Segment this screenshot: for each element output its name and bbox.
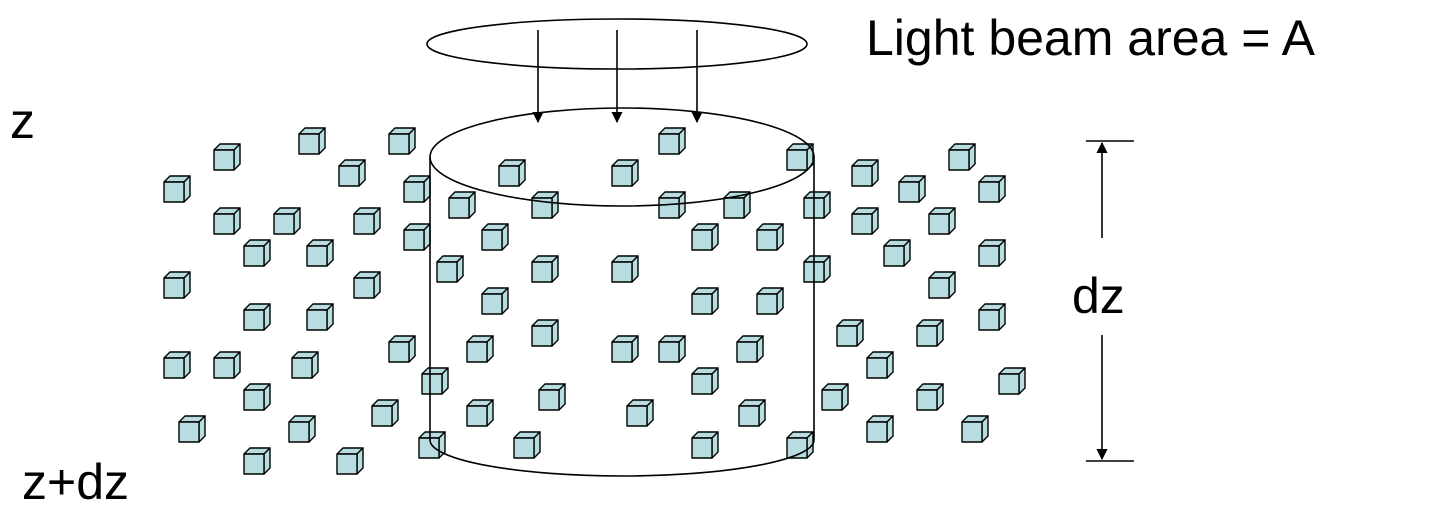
particle-cube — [866, 351, 894, 379]
particle-cube — [466, 335, 494, 363]
particle-cube — [928, 207, 956, 235]
particle-cube — [213, 143, 241, 171]
particle-cube — [611, 255, 639, 283]
particle-cube — [243, 239, 271, 267]
particle-cube — [513, 431, 541, 459]
particle-cube — [306, 303, 334, 331]
particle-cube — [243, 303, 271, 331]
particle-cube — [691, 287, 719, 315]
particle-cube — [851, 207, 879, 235]
particle-cube — [756, 287, 784, 315]
particle-cube — [273, 207, 301, 235]
particle-cube — [353, 271, 381, 299]
particle-cube — [163, 271, 191, 299]
cylinder-top-ellipse — [429, 107, 815, 207]
particle-cube — [978, 303, 1006, 331]
particle-cube — [353, 207, 381, 235]
particle-cube — [611, 335, 639, 363]
particle-cube — [163, 175, 191, 203]
particle-cube — [786, 143, 814, 171]
particle-cube — [243, 383, 271, 411]
particle-cube — [738, 399, 766, 427]
beam-arrows — [532, 30, 703, 124]
particle-cube — [658, 335, 686, 363]
particle-cube — [611, 159, 639, 187]
particle-cube — [531, 319, 559, 347]
particle-layer — [163, 127, 1026, 475]
particle-cube — [803, 191, 831, 219]
particle-cube — [436, 255, 464, 283]
particle-cube — [243, 447, 271, 475]
particle-cube — [736, 335, 764, 363]
particle-cube — [531, 255, 559, 283]
particle-cube — [448, 191, 476, 219]
particle-cube — [466, 399, 494, 427]
particle-cube — [998, 367, 1026, 395]
particle-cube — [163, 351, 191, 379]
sample-cylinder — [429, 107, 815, 477]
particle-cube — [978, 175, 1006, 203]
particle-cube — [213, 207, 241, 235]
particle-cube — [626, 399, 654, 427]
particle-cube — [928, 271, 956, 299]
dz-dimension — [1086, 140, 1134, 462]
particle-cube — [948, 143, 976, 171]
particle-cube — [658, 127, 686, 155]
particle-cube — [418, 431, 446, 459]
particle-cube — [371, 399, 399, 427]
particle-cube — [388, 335, 416, 363]
particle-cube — [213, 351, 241, 379]
particle-cube — [421, 367, 449, 395]
particle-cube — [481, 287, 509, 315]
particle-cube — [916, 383, 944, 411]
z-bottom-label: z+dz — [22, 454, 129, 505]
z-top-label: z — [10, 93, 35, 149]
particle-cube — [898, 175, 926, 203]
particle-cube — [481, 223, 509, 251]
particle-cube — [531, 191, 559, 219]
particle-cube — [883, 239, 911, 267]
particle-cube — [288, 415, 316, 443]
particle-cube — [916, 319, 944, 347]
particle-cube — [291, 351, 319, 379]
particle-cube — [338, 159, 366, 187]
particle-cube — [498, 159, 526, 187]
particle-cube — [178, 415, 206, 443]
particle-cube — [821, 383, 849, 411]
particle-cube — [756, 223, 784, 251]
particle-cube — [961, 415, 989, 443]
particle-cube — [306, 239, 334, 267]
cylinder-bottom-arc — [429, 439, 815, 477]
particle-cube — [803, 255, 831, 283]
particle-cube — [691, 223, 719, 251]
particle-cube — [658, 191, 686, 219]
particle-cube — [403, 175, 431, 203]
particle-cube — [691, 367, 719, 395]
particle-cube — [851, 159, 879, 187]
particle-cube — [691, 431, 719, 459]
particle-cube — [336, 447, 364, 475]
particle-cube — [388, 127, 416, 155]
dz-label: dz — [1072, 268, 1125, 324]
particle-cube — [836, 319, 864, 347]
particle-cube — [866, 415, 894, 443]
particle-cube — [538, 383, 566, 411]
particle-cube — [403, 223, 431, 251]
particle-cube — [978, 239, 1006, 267]
beam-area-label: Light beam area = A — [866, 10, 1316, 66]
particle-cube — [298, 127, 326, 155]
